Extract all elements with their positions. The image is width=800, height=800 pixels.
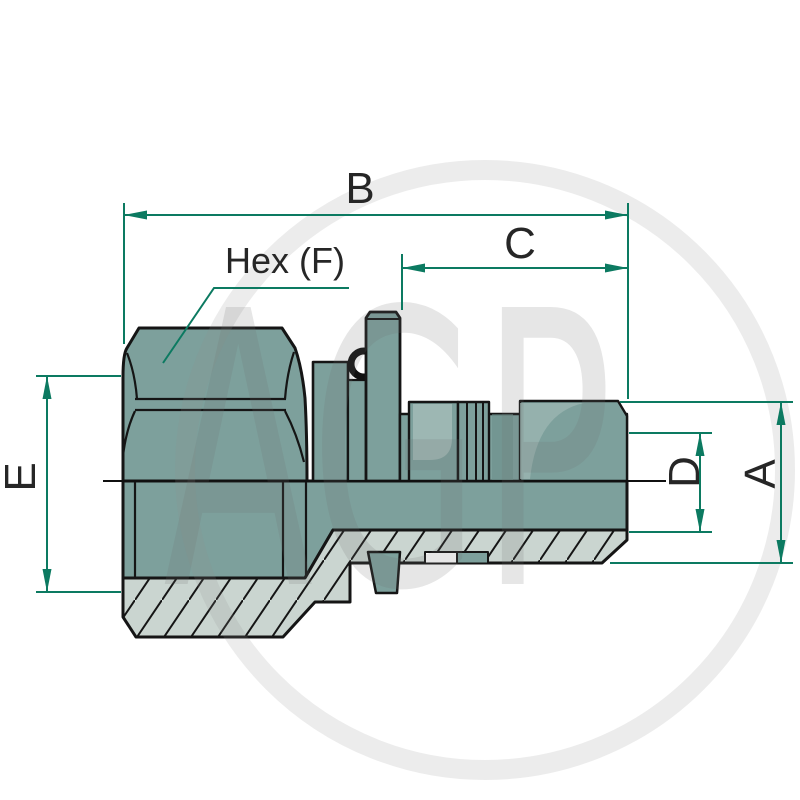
hex-callout: Hex (F) [162,240,349,364]
bore-lower-face-lines [133,481,308,577]
arrowhead-d-bottom [695,509,705,532]
watermark-circle [175,160,795,780]
dimension-b: B [123,164,629,399]
dimension-c: C [401,219,628,310]
fitting-body [103,310,666,639]
watermark: AGP [163,160,795,780]
watermark-text: AGP [163,231,613,674]
arrowhead-e-bottom [42,569,52,592]
section-tooth [366,550,402,595]
dimension-e: E [0,375,121,593]
dimension-label-a: A [736,459,785,489]
hex-nut-facet-lines [121,351,306,463]
hex-callout-label: Hex (F) [225,240,345,281]
thread-band-2-highlight [520,403,584,479]
thread-ring-lines [466,402,484,481]
arrowhead-a-bottom [776,540,786,563]
dimension-d: D [629,432,712,533]
hex-nut [121,326,309,483]
hex-callout-leader-line [162,287,349,364]
dimension-label-e: E [0,462,45,491]
arrowhead-c-left [402,263,425,273]
arrowhead-c-right [605,263,628,273]
dimension-label-d: D [660,456,709,488]
section-hatch-lines [121,528,629,639]
dimension-a: A [610,401,793,564]
dimension-label-c: C [504,219,536,268]
arrowhead-b-right [605,210,628,220]
dimension-label-b: B [345,164,374,213]
arrowhead-a-top [776,402,786,425]
section-groove-tab [456,551,489,565]
dimensions: B C E A D [0,164,793,593]
arrowhead-d-top [695,433,705,456]
arrowhead-e-top [42,376,52,399]
arrowhead-b-left [124,210,147,220]
groove-shadow [492,414,513,481]
thread-band-1-highlight [413,404,452,460]
